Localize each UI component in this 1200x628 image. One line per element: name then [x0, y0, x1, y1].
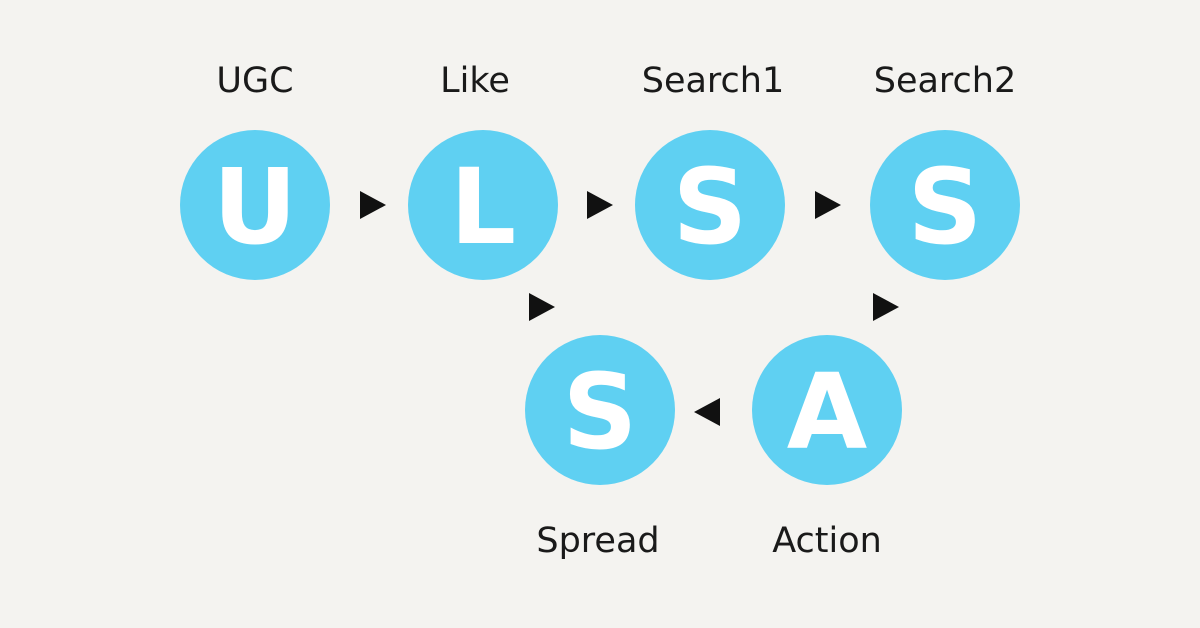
node-ugc-label: UGC	[216, 61, 293, 101]
node-action-circle	[752, 335, 902, 485]
node-like: L Like	[408, 61, 558, 280]
node-search2-label: Search2	[874, 61, 1017, 101]
node-search2: S Search2	[870, 61, 1020, 280]
arrow-ugc-to-like	[360, 191, 386, 219]
node-search2-circle	[870, 130, 1020, 280]
node-like-circle	[408, 130, 558, 280]
node-search1-circle	[635, 130, 785, 280]
node-search1: S Search1	[635, 61, 785, 280]
arrow-search2-to-action	[873, 293, 899, 321]
node-action-letter: A	[787, 351, 868, 473]
arrow-like-to-search1	[587, 191, 613, 219]
arrow-search1-to-search2	[815, 191, 841, 219]
node-like-letter: L	[450, 146, 516, 268]
arrow-like-to-spread	[529, 293, 555, 321]
arrow-action-to-spread	[694, 398, 720, 426]
node-action-label: Action	[772, 521, 882, 561]
node-search2-letter: S	[908, 146, 983, 268]
node-search1-letter: S	[673, 146, 748, 268]
node-spread-letter: S	[563, 351, 638, 473]
node-ugc-circle	[180, 130, 330, 280]
node-search1-label: Search1	[642, 61, 785, 101]
node-spread-circle	[525, 335, 675, 485]
node-action: A Action	[752, 335, 902, 561]
node-spread: S Spread	[525, 335, 675, 561]
node-spread-label: Spread	[536, 521, 659, 561]
node-like-label: Like	[440, 61, 510, 101]
node-ugc: U UGC	[180, 61, 330, 280]
node-ugc-letter: U	[213, 146, 297, 268]
